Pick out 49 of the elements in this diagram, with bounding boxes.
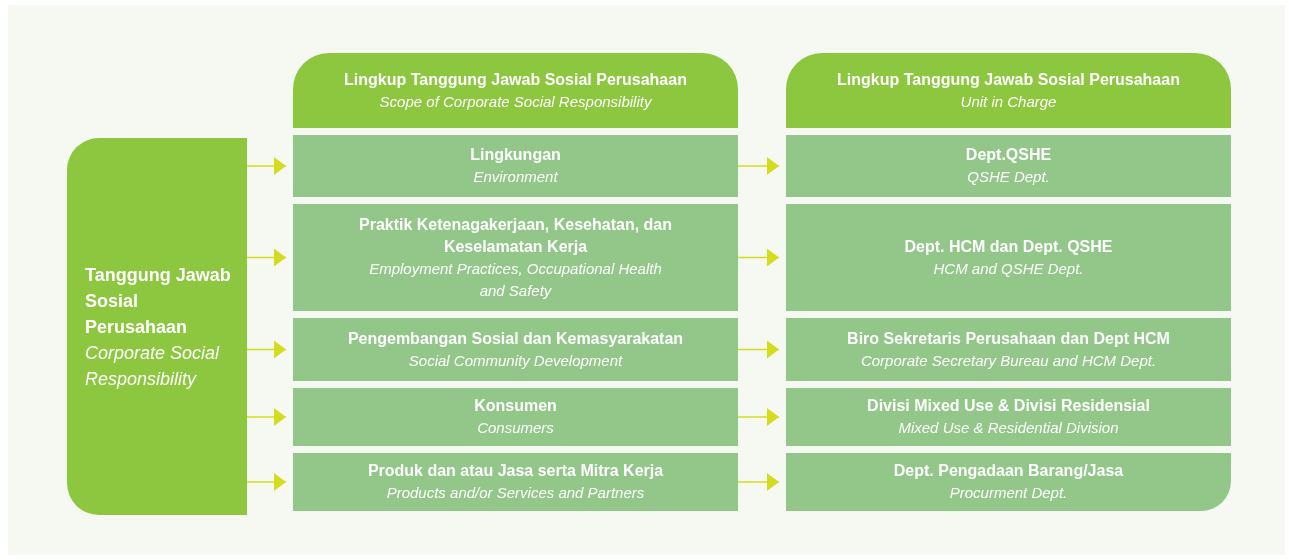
category-panel [67, 138, 247, 515]
chevron-arrow [737, 248, 780, 267]
scope-box [293, 204, 738, 311]
chevron-arrow [737, 157, 780, 175]
chevron-arrow [246, 473, 287, 491]
chevron-arrow [246, 248, 287, 267]
subheading: HCM and QSHE Dept. [933, 258, 1084, 279]
heading: Divisi Mixed Use & Divisi Residensial [867, 396, 1150, 416]
chevron-arrow [737, 408, 780, 426]
scope-box [293, 135, 738, 197]
column-header [293, 53, 738, 128]
chevron-arrow [246, 408, 287, 426]
unit-box [786, 204, 1231, 311]
chevron-arrow [246, 157, 287, 175]
heading: Dept.QSHE [965, 145, 1052, 165]
heading: Pengembangan Sosial dan Kemasyarakatan [347, 328, 684, 349]
heading: Praktik Ketenagakerjaan, Kesehatan, dan Keselamatan Kerja [358, 214, 673, 257]
scope-box [293, 318, 738, 381]
subheading: QSHE Dept. [967, 167, 1050, 187]
subheading: Corporate Secretary Bureau and HCM Dept. [860, 350, 1157, 371]
heading: Biro Sekretaris Perusahaan dan Dept HCM [847, 328, 1170, 349]
scope-box [293, 388, 738, 446]
heading: Produk dan atau Jasa serta Mitra Kerja [367, 461, 664, 481]
column-header [786, 53, 1231, 128]
unit-box [786, 318, 1231, 381]
heading: Lingkup Tanggung Jawab Sosial Perusahaan [344, 69, 687, 90]
heading: Lingkup Tanggung Jawab Sosial Perusahaan [837, 69, 1180, 90]
subheading: Social Community Development [408, 350, 623, 371]
heading: Dept. HCM dan Dept. QSHE [904, 236, 1113, 257]
chevron-arrow [246, 340, 287, 359]
unit-box [786, 388, 1231, 446]
heading: Konsumen [474, 396, 557, 416]
heading: Lingkungan [470, 145, 561, 165]
subheading: Corporate Social Responsibility [85, 342, 221, 391]
unit-box [786, 453, 1231, 511]
subheading: Unit in Charge [960, 91, 1057, 112]
heading: Dept. Pengadaan Barang/Jasa [893, 461, 1124, 481]
subheading: Scope of Corporate Social Responsibility [379, 91, 652, 112]
subheading: Procurment Dept. [949, 483, 1068, 503]
subheading: Environment [473, 167, 558, 187]
subheading: Consumers [477, 418, 554, 438]
subheading: Products and/or Services and Partners [386, 483, 645, 503]
heading: Tanggung Jawab Sosial Perusahaan [85, 264, 232, 339]
subheading: Mixed Use & Residential Division [898, 418, 1119, 438]
chevron-arrow [737, 340, 780, 359]
scope-box [293, 453, 738, 511]
subheading: Employment Practices, Occupational Health and Safety [368, 258, 663, 301]
chevron-arrow [737, 473, 780, 491]
unit-box [786, 135, 1231, 197]
